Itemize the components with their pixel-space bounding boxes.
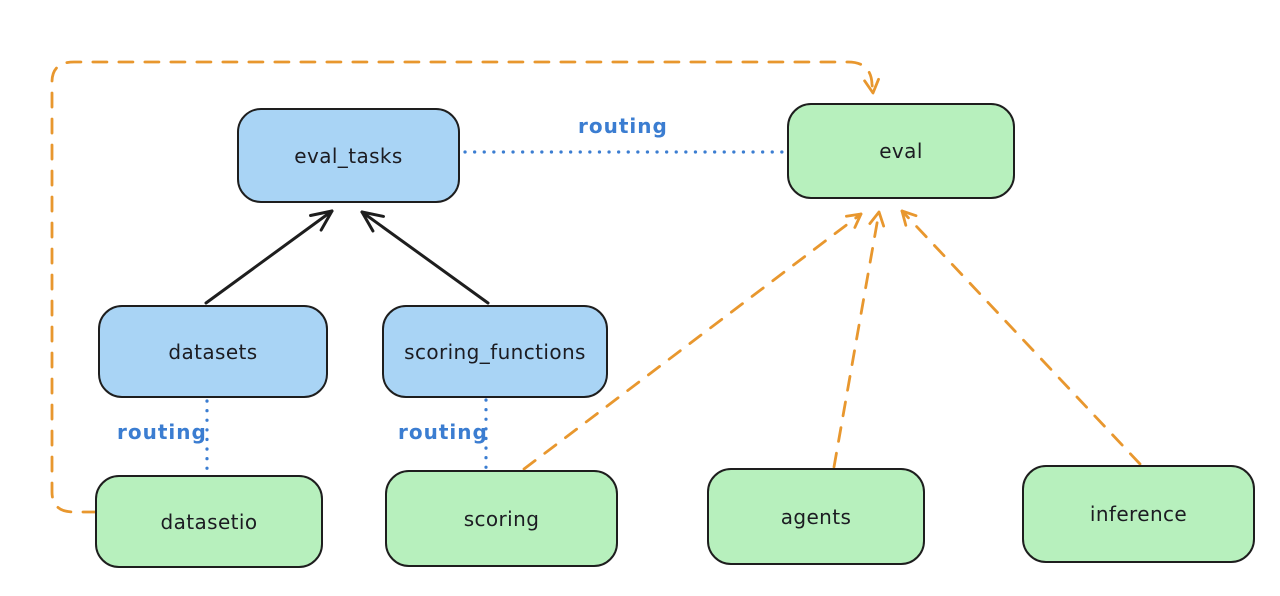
routing-label-datasets-datasetio: routing — [117, 420, 207, 444]
node-datasetio: datasetio — [95, 475, 323, 568]
node-agents: agents — [707, 468, 925, 565]
node-scoring: scoring — [385, 470, 618, 567]
routing-label-eval-tasks-eval: routing — [578, 114, 668, 138]
edge-agents-to-eval — [832, 210, 886, 469]
node-eval-tasks: eval_tasks — [237, 108, 460, 203]
edge-datasetio-to-eval — [50, 60, 880, 514]
node-scoring-functions-label: scoring_functions — [404, 339, 586, 364]
node-scoring-label: scoring — [463, 506, 540, 531]
node-scoring-functions: scoring_functions — [382, 305, 608, 398]
node-eval-tasks-label: eval_tasks — [294, 143, 403, 168]
edge-datasets-to-eval-tasks — [204, 209, 334, 305]
node-datasets-label: datasets — [168, 339, 258, 364]
node-eval-label: eval — [879, 139, 923, 163]
node-inference: inference — [1022, 465, 1255, 563]
edge-scoring-to-eval — [522, 212, 863, 471]
node-inference-label: inference — [1089, 502, 1188, 526]
routing-label-scoring-functions-scoring: routing — [398, 420, 488, 444]
node-datasetio-label: datasetio — [160, 509, 258, 534]
node-datasets: datasets — [98, 305, 328, 398]
node-agents-label: agents — [780, 504, 852, 529]
edge-scoring-functions-to-eval-tasks — [360, 210, 490, 305]
edge-inference-to-eval — [900, 209, 1142, 466]
node-eval: eval — [787, 103, 1015, 199]
